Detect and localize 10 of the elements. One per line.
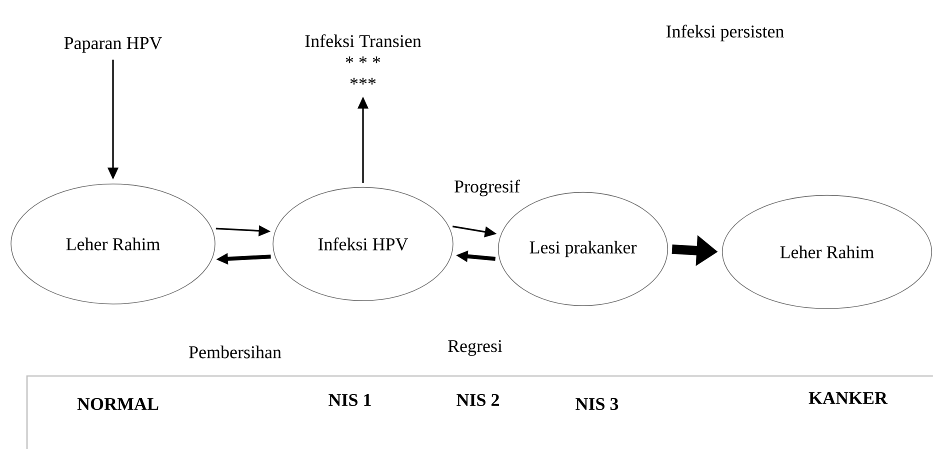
stage-label: NIS 1 (328, 394, 371, 406)
stage-label: NIS 2 (456, 394, 499, 406)
stage-label: KANKER (808, 392, 888, 404)
annotation-text: Pembersihan (189, 346, 282, 358)
stage-label: NORMAL (77, 398, 158, 410)
node-text: Paparan HPV (64, 37, 162, 53)
node-text: Infeksi Transien * * * *** (305, 34, 422, 84)
annotation-text: Regresi (448, 340, 502, 356)
annotation-text: Infeksi persisten (666, 24, 784, 42)
stage-label: NIS 3 (576, 398, 618, 410)
